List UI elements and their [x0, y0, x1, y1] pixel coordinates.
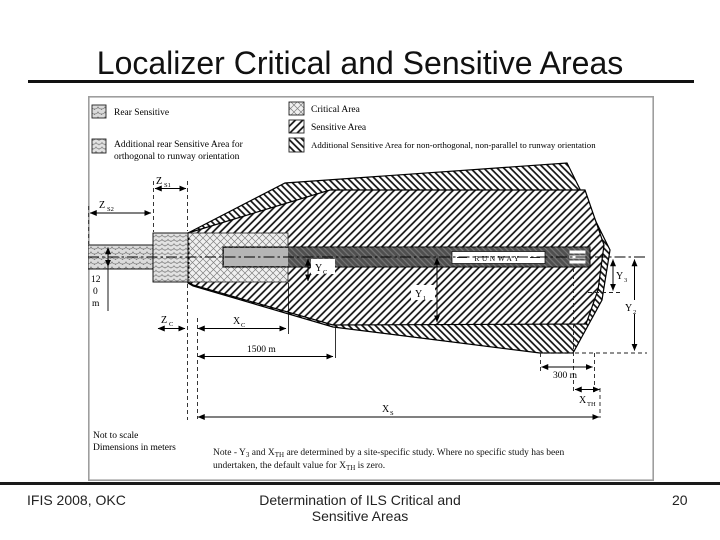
- legend: Rear Sensitive Additional rear Sensitive…: [91, 101, 596, 162]
- label-y1: Y: [415, 289, 422, 300]
- label-120m-3: m: [92, 299, 100, 309]
- label-zs2-sub: S2: [107, 206, 114, 213]
- diagram-box: RUNWAY: [88, 96, 654, 481]
- label-xth: X: [579, 395, 587, 406]
- label-zc-sub: C: [169, 321, 173, 328]
- legend-label-critical: Critical Area: [311, 105, 361, 115]
- runway-threshold-bar: [569, 260, 586, 264]
- page-title: Localizer Critical and Sensitive Areas: [96, 45, 624, 81]
- label-zc: Z: [161, 315, 167, 326]
- label-xs-sub: S: [390, 410, 394, 417]
- diagram-border: [88, 96, 654, 481]
- legend-label-sensitive: Sensitive Area: [311, 123, 367, 133]
- legend-swatch-sensitive: [288, 119, 305, 134]
- legend-swatch-critical: [288, 101, 305, 116]
- note-text: Note - Y: [213, 448, 246, 458]
- runway-in-critical: [224, 248, 288, 266]
- label-300m: 300 m: [553, 371, 578, 381]
- reference-lines: [88, 181, 647, 420]
- footer-conference: IFIS 2008, OKC: [27, 492, 126, 508]
- label-zs1: Z: [156, 176, 162, 187]
- note-sub-xth: TH: [345, 464, 356, 473]
- label-yc: Y: [315, 263, 322, 274]
- note-not-to-scale: Not to scale: [93, 431, 138, 441]
- footer-page-number: 20: [672, 492, 688, 508]
- label-plate-yc: [311, 259, 335, 274]
- legend-swatch-additional-rear: [91, 138, 107, 154]
- label-plate-y2: [622, 300, 646, 314]
- legend-label-additional-rear-1: Additional rear Sensitive Area for: [114, 139, 244, 150]
- area-shapes: RUNWAY: [88, 162, 647, 354]
- label-y3-sub: 3: [624, 277, 627, 284]
- footer-title: Determination of ILS Critical and Sensit…: [235, 492, 485, 524]
- legend-label-rear-sensitive: Rear Sensitive: [114, 108, 169, 118]
- label-120m-1: 12: [91, 275, 101, 285]
- dimension-lines: [89, 185, 638, 420]
- label-y3: Y: [616, 271, 623, 282]
- note-sub-y3: 3: [245, 451, 250, 459]
- note-text: are determined by a site-specific study.…: [213, 448, 565, 472]
- label-xc: X: [233, 316, 241, 327]
- footer-rule: [0, 482, 720, 485]
- label-zs2: Z: [99, 200, 105, 211]
- runway-label: RUNWAY: [474, 254, 521, 263]
- label-xs: X: [382, 404, 390, 415]
- label-plate-y1: [411, 285, 435, 300]
- label-1500m: 1500 m: [247, 345, 276, 355]
- note-sub-xth: TH: [274, 451, 285, 459]
- note-dimensions: Dimensions in meters: [93, 443, 176, 453]
- localizer-area-diagram: RUNWAY: [88, 96, 654, 481]
- label-120m-2: 0: [93, 287, 98, 297]
- note-text: is zero.: [355, 461, 386, 472]
- footer-title-line2: Sensitive Areas: [311, 508, 409, 524]
- label-yc-sub: C: [323, 269, 327, 276]
- note-text: and X: [249, 448, 275, 458]
- footer-title-line1: Determination of ILS Critical and: [259, 492, 461, 508]
- legend-label-additional-sensitive: Additional Sensitive Area for non-orthog…: [311, 140, 596, 150]
- dimension-labels: Z S1 Z S2 12 0 m Z C X C 1500 m X S Y C …: [91, 176, 636, 417]
- runway-threshold-bar: [569, 250, 586, 254]
- label-xth-sub: TH: [587, 401, 596, 408]
- label-y1-sub: 1: [423, 295, 426, 302]
- legend-label-additional-rear-2: orthogonal to runway orientation: [114, 152, 240, 162]
- legend-swatch-rear-sensitive: [91, 104, 107, 119]
- legend-swatch-additional-sensitive: [288, 137, 305, 153]
- label-y2-sub: 2: [633, 309, 636, 316]
- title-underline: [28, 80, 694, 83]
- study-note: Note - Y3 and XTH are determined by a si…: [213, 447, 575, 473]
- label-y2: Y: [625, 303, 632, 314]
- label-xc-sub: C: [241, 322, 245, 329]
- label-zs1-sub: S1: [164, 182, 171, 189]
